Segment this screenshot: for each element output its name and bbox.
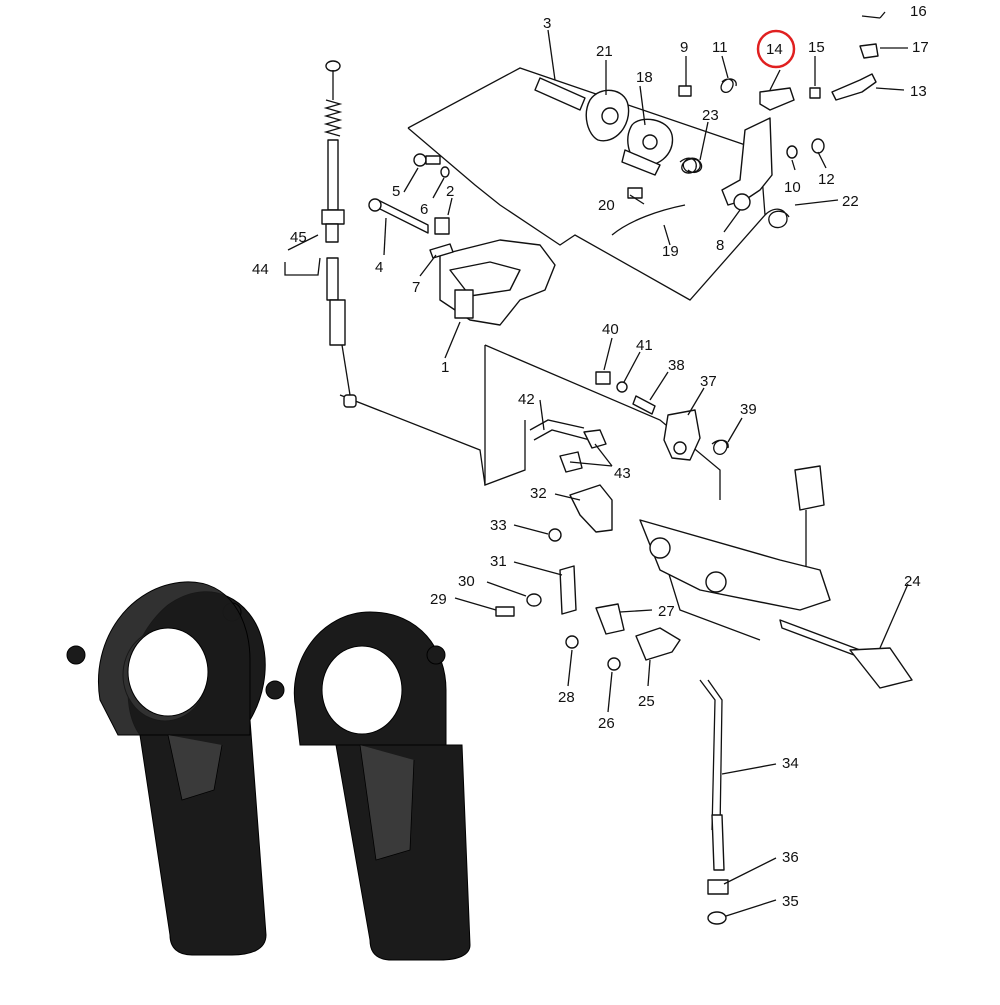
callout-17: 17 (912, 39, 929, 56)
callout-28: 28 (558, 689, 575, 706)
callout-21: 21 (596, 43, 613, 60)
middle-lever-assembly (529, 371, 729, 473)
callout-37: 37 (700, 373, 717, 390)
callout-3: 3 (543, 15, 551, 32)
callout-44: 44 (252, 261, 269, 278)
callout-36: 36 (782, 849, 799, 866)
callout-22: 22 (842, 193, 859, 210)
callout-34: 34 (782, 755, 799, 772)
callout-11: 11 (712, 39, 728, 56)
assembly-frame-upper (339, 67, 766, 641)
leader-lines (284, 11, 909, 917)
lower-linkage-assembly (495, 465, 913, 925)
callout-42: 42 (518, 391, 535, 408)
callout-40: 40 (602, 321, 619, 338)
callout-4: 4 (375, 259, 383, 276)
callout-38: 38 (668, 357, 685, 374)
callout-23: 23 (702, 107, 719, 124)
callout-26: 26 (598, 715, 615, 732)
callout-7: 7 (412, 279, 420, 296)
callout-6: 6 (420, 201, 428, 218)
callout-31: 31 (490, 553, 507, 570)
callout-16: 16 (910, 3, 927, 20)
callout-12: 12 (818, 171, 835, 188)
callout-24: 24 (904, 573, 921, 590)
callout-29: 29 (430, 591, 447, 608)
callout-20: 20 (598, 197, 615, 214)
callout-9: 9 (680, 39, 688, 56)
callout-15: 15 (808, 39, 825, 56)
callout-labels: 1 2 3 4 5 6 7 8 9 10 11 12 13 14 15 16 1… (252, 3, 929, 910)
callout-25: 25 (638, 693, 655, 710)
throttle-cable-assembly (321, 60, 357, 408)
callout-13: 13 (910, 83, 927, 100)
callout-33: 33 (490, 517, 507, 534)
callout-1: 1 (441, 359, 449, 376)
callout-5: 5 (392, 183, 400, 200)
callout-10: 10 (784, 179, 801, 196)
callout-45: 45 (290, 229, 307, 246)
product-photo-right-socket (265, 611, 471, 961)
callout-14: 14 (766, 41, 783, 58)
callout-2: 2 (446, 183, 454, 200)
callout-18: 18 (636, 69, 653, 86)
callout-43: 43 (614, 465, 631, 482)
product-photo-left-socket (66, 581, 267, 956)
bracket-assembly (368, 153, 556, 326)
highlight-circle (756, 29, 796, 69)
callout-41: 41 (636, 337, 653, 354)
callout-8: 8 (716, 237, 724, 254)
callout-39: 39 (740, 401, 757, 418)
callout-27: 27 (658, 603, 675, 620)
callout-35: 35 (782, 893, 799, 910)
callout-19: 19 (662, 243, 679, 260)
callout-30: 30 (458, 573, 475, 590)
callout-32: 32 (530, 485, 547, 502)
